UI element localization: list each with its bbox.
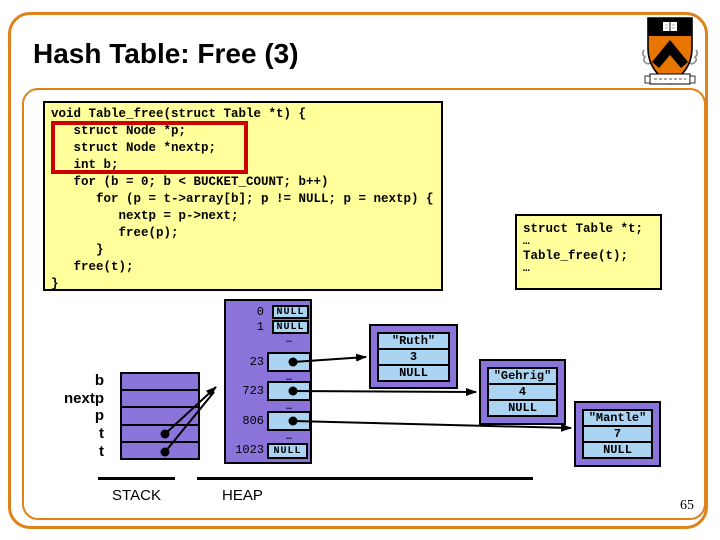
- node-box-ruth: "Ruth" 3 NULL: [369, 324, 458, 389]
- code-line: struct Node *nextp;: [51, 141, 217, 155]
- node-next: NULL: [582, 441, 653, 459]
- node-box-gehrig: "Gehrig" 4 NULL: [479, 359, 566, 425]
- bucket-cell: NULL: [272, 305, 309, 319]
- node-key: "Mantle": [582, 409, 653, 427]
- stack-slot: [122, 408, 198, 426]
- caller-code-line: Table_free(t);: [523, 249, 629, 263]
- page-title: Hash Table: Free (3): [33, 38, 299, 69]
- bucket-index: 23: [249, 355, 264, 369]
- slide-frame: [8, 12, 708, 529]
- logo: [641, 14, 699, 94]
- code-line: free(t);: [51, 260, 134, 274]
- stack-slot: [122, 391, 198, 409]
- stack-underline: [98, 477, 175, 480]
- stack-var-b: b: [94, 372, 104, 390]
- page-number: 65: [680, 498, 694, 513]
- code-line: }: [51, 243, 104, 257]
- content-frame: [22, 88, 706, 520]
- code-line: }: [51, 277, 59, 291]
- bucket-index: 806: [242, 414, 264, 428]
- stack-slot: [122, 443, 198, 458]
- code-line: free(p);: [51, 226, 179, 240]
- stack-variable-labels: b nextp p t t: [40, 372, 112, 460]
- node-box-mantle: "Mantle" 7 NULL: [574, 401, 661, 467]
- stack-var-p: p: [94, 407, 104, 425]
- node-next: NULL: [377, 364, 450, 382]
- caller-code-line: struct Table *t;: [523, 222, 644, 236]
- stack-var-t-caller: t: [99, 442, 104, 460]
- bucket-index: 0: [256, 305, 264, 319]
- stack-slot: [122, 426, 198, 443]
- heap-section-label: HEAP: [222, 487, 263, 504]
- bucket-cell-pointer: [267, 381, 311, 401]
- bucket-cell: NULL: [267, 443, 308, 459]
- heap-ellipsis: …: [286, 373, 292, 383]
- ellipsis-text: …: [523, 236, 530, 248]
- code-line: for (p = t->array[b]; p != NULL; p = nex…: [51, 192, 434, 206]
- stack-box: [120, 372, 200, 460]
- heap-ellipsis: …: [286, 432, 292, 442]
- code-line: for (b = 0; b < BUCKET_COUNT; b++): [51, 175, 329, 189]
- stack-var-nextp: nextp: [63, 389, 104, 407]
- bucket-cell-pointer: [267, 352, 311, 372]
- stack-slot: [122, 374, 198, 392]
- ellipsis-text: …: [523, 263, 530, 275]
- node-next: NULL: [487, 399, 558, 417]
- code-box: void Table_free(struct Table *t) { struc…: [43, 101, 443, 291]
- code-line: struct Node *p;: [51, 124, 187, 138]
- princeton-shield-icon: [641, 17, 699, 85]
- bucket-cell-pointer: [267, 411, 311, 431]
- bucket-index: 1: [256, 320, 264, 334]
- stack-var-t: t: [99, 425, 104, 443]
- code-line: nextp = p->next;: [51, 209, 239, 223]
- code-line: int b;: [51, 158, 119, 172]
- bucket-index: 723: [242, 384, 264, 398]
- heap-underline: [197, 477, 533, 480]
- stack-section-label: STACK: [112, 487, 161, 504]
- code-line: void Table_free(struct Table *t) {: [51, 107, 307, 121]
- bucket-index: 1023: [235, 443, 264, 457]
- caller-code-box: struct Table *t; … Table_free(t); …: [515, 214, 662, 290]
- declaration-highlight-box: [51, 121, 248, 174]
- heap-ellipsis: …: [286, 335, 292, 345]
- heap-ellipsis: …: [286, 402, 292, 412]
- bucket-cell: NULL: [272, 320, 309, 334]
